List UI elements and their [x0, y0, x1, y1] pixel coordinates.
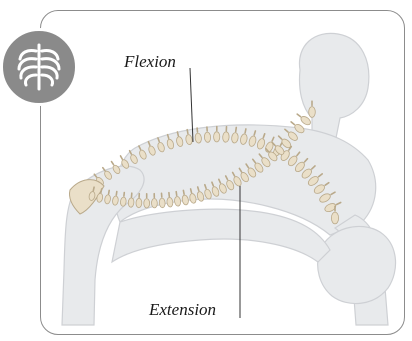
vertebra	[222, 132, 229, 143]
vertebra-process	[177, 132, 178, 136]
vertebra	[159, 198, 165, 208]
vertebra	[128, 198, 134, 208]
vertebra	[144, 199, 150, 208]
vertebra	[136, 198, 142, 208]
vertebra-process	[103, 168, 105, 171]
vertebra-process	[121, 156, 123, 159]
vertebra-process	[112, 162, 114, 165]
vertebra-process	[236, 127, 237, 131]
ribcage-icon	[3, 31, 75, 103]
vertebra-process	[191, 189, 192, 193]
head-flexed	[318, 226, 396, 303]
vertebra-process	[93, 187, 94, 191]
vertebra	[120, 197, 127, 207]
vertebra	[309, 107, 316, 118]
ribcage-badge	[0, 28, 78, 106]
vertebra-process	[176, 192, 177, 196]
vertebra	[151, 198, 157, 208]
vertebra	[166, 197, 173, 207]
vertebra-process	[297, 114, 300, 117]
vertebra-process	[187, 130, 188, 134]
vertebra-process	[101, 189, 102, 193]
vertebra-process	[183, 190, 184, 194]
extension-label: Extension	[149, 300, 216, 320]
vertebra-process	[245, 129, 246, 133]
vertebra	[214, 132, 220, 142]
vertebra-process	[198, 187, 199, 191]
vertebra	[204, 132, 211, 143]
vertebra	[331, 212, 338, 224]
vertebra-process	[168, 135, 169, 139]
body-silhouette	[62, 33, 396, 325]
flexion-label: Flexion	[124, 52, 176, 72]
vertebra-process	[116, 192, 117, 196]
vertebra-process	[291, 122, 294, 125]
vertebra-process	[109, 190, 110, 193]
torso-flexed	[112, 209, 330, 262]
